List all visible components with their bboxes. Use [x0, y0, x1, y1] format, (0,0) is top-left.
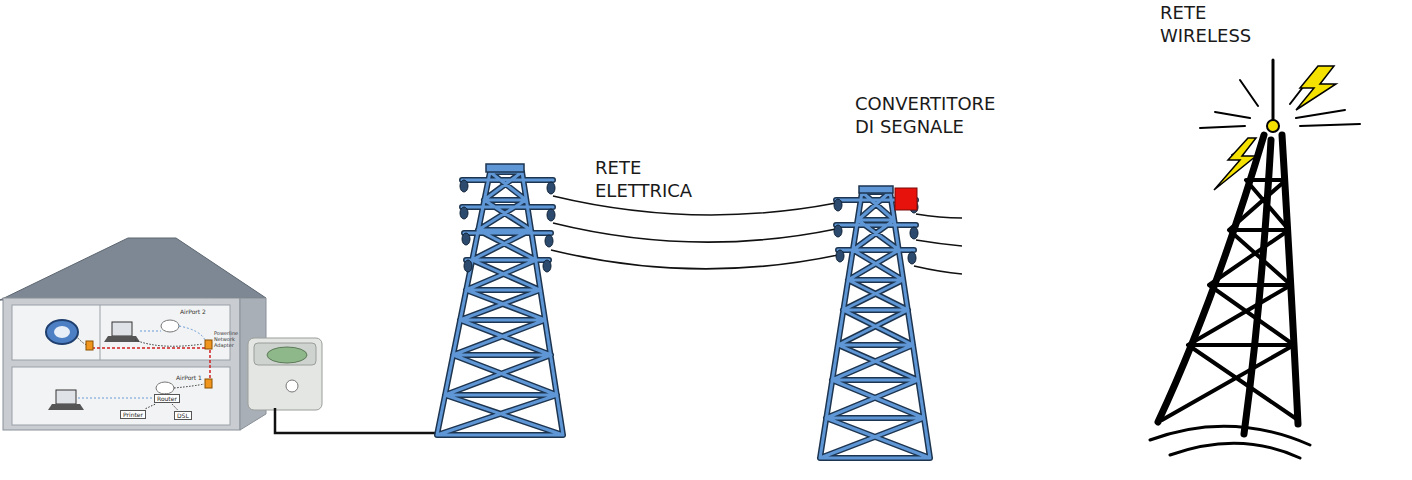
text: Powerline Network Adapter: [214, 330, 238, 348]
power-wire: [916, 240, 962, 246]
pylon-outline: [437, 172, 563, 435]
text: CONVERTITORE DI SEGNALE: [855, 93, 995, 137]
power-wire: [914, 266, 962, 274]
text: AirPort 1: [176, 374, 202, 381]
text: AirPort 2: [180, 308, 206, 315]
laptop-icon: [112, 322, 132, 336]
text: RETE ELETTRICA: [595, 157, 692, 201]
network-label: RETE ELETTRICA: [595, 156, 710, 203]
text: DSL: [177, 412, 189, 419]
house: [0, 238, 266, 430]
computer-icon: [46, 320, 78, 344]
text: Router: [157, 395, 177, 402]
wifi-cloud: [161, 320, 179, 332]
electricity-meter: [248, 338, 322, 410]
signal-converter: [895, 188, 917, 210]
lightning-bolt: [1214, 138, 1256, 190]
ground-line: [1150, 426, 1310, 458]
mast: [1272, 60, 1275, 128]
antenna-tip: [1267, 120, 1279, 132]
pylon-outline: [820, 192, 930, 458]
house-wall: [3, 298, 240, 430]
house-roof: [0, 238, 266, 300]
lower-floor: [12, 367, 230, 425]
pylon-cap: [859, 186, 893, 193]
pylon: [820, 186, 930, 458]
device-box: Router: [154, 394, 180, 403]
power-wire: [551, 250, 838, 269]
device-label: AirPort 2: [180, 309, 230, 316]
insulators: [460, 180, 555, 272]
signal-rays: [1200, 78, 1360, 155]
meter-top: [254, 343, 316, 365]
room-partition: [100, 305, 101, 360]
pylon-cap: [486, 164, 524, 172]
device-box: Printer: [120, 410, 146, 419]
pylon-frame: [437, 172, 563, 435]
component-label: CONVERTITORE DI SEGNALE: [855, 92, 1020, 139]
power-wire: [916, 214, 962, 218]
powerline-link: [92, 348, 210, 384]
wireless-link: [78, 326, 205, 398]
radio-tower: [1150, 60, 1360, 458]
powerline-adapter: [205, 340, 212, 349]
tower-bracing: [1162, 180, 1298, 420]
meter-display: [267, 347, 307, 363]
cable-connector: [172, 404, 177, 410]
lightning-bolt: [1296, 66, 1336, 110]
device-box: DSL: [174, 411, 192, 420]
meter-button: [286, 380, 298, 392]
text: Printer: [123, 411, 143, 418]
laptop-base: [48, 404, 84, 410]
tower-legs: [1158, 135, 1298, 434]
service-cable: [275, 408, 440, 433]
text: RETE WIRELESS: [1160, 2, 1251, 46]
laptop-base: [104, 336, 140, 342]
computer-screen: [54, 326, 70, 338]
power-wire: [553, 223, 836, 242]
device-label: AirPort 1: [176, 375, 226, 382]
laptop-icon: [56, 390, 76, 404]
upper-floor: [12, 305, 230, 360]
wifi-cloud: [156, 382, 174, 394]
pylon-frame: [820, 192, 930, 458]
cable-link: [76, 336, 204, 395]
cable-connector: [145, 404, 155, 409]
device-label: Powerline Network Adapter: [214, 331, 238, 348]
powerline-adapter: [205, 379, 212, 388]
pylon: [437, 164, 563, 435]
network-label: RETE WIRELESS: [1160, 1, 1260, 48]
meter-body: [248, 338, 322, 410]
powerline-adapter: [86, 341, 93, 350]
